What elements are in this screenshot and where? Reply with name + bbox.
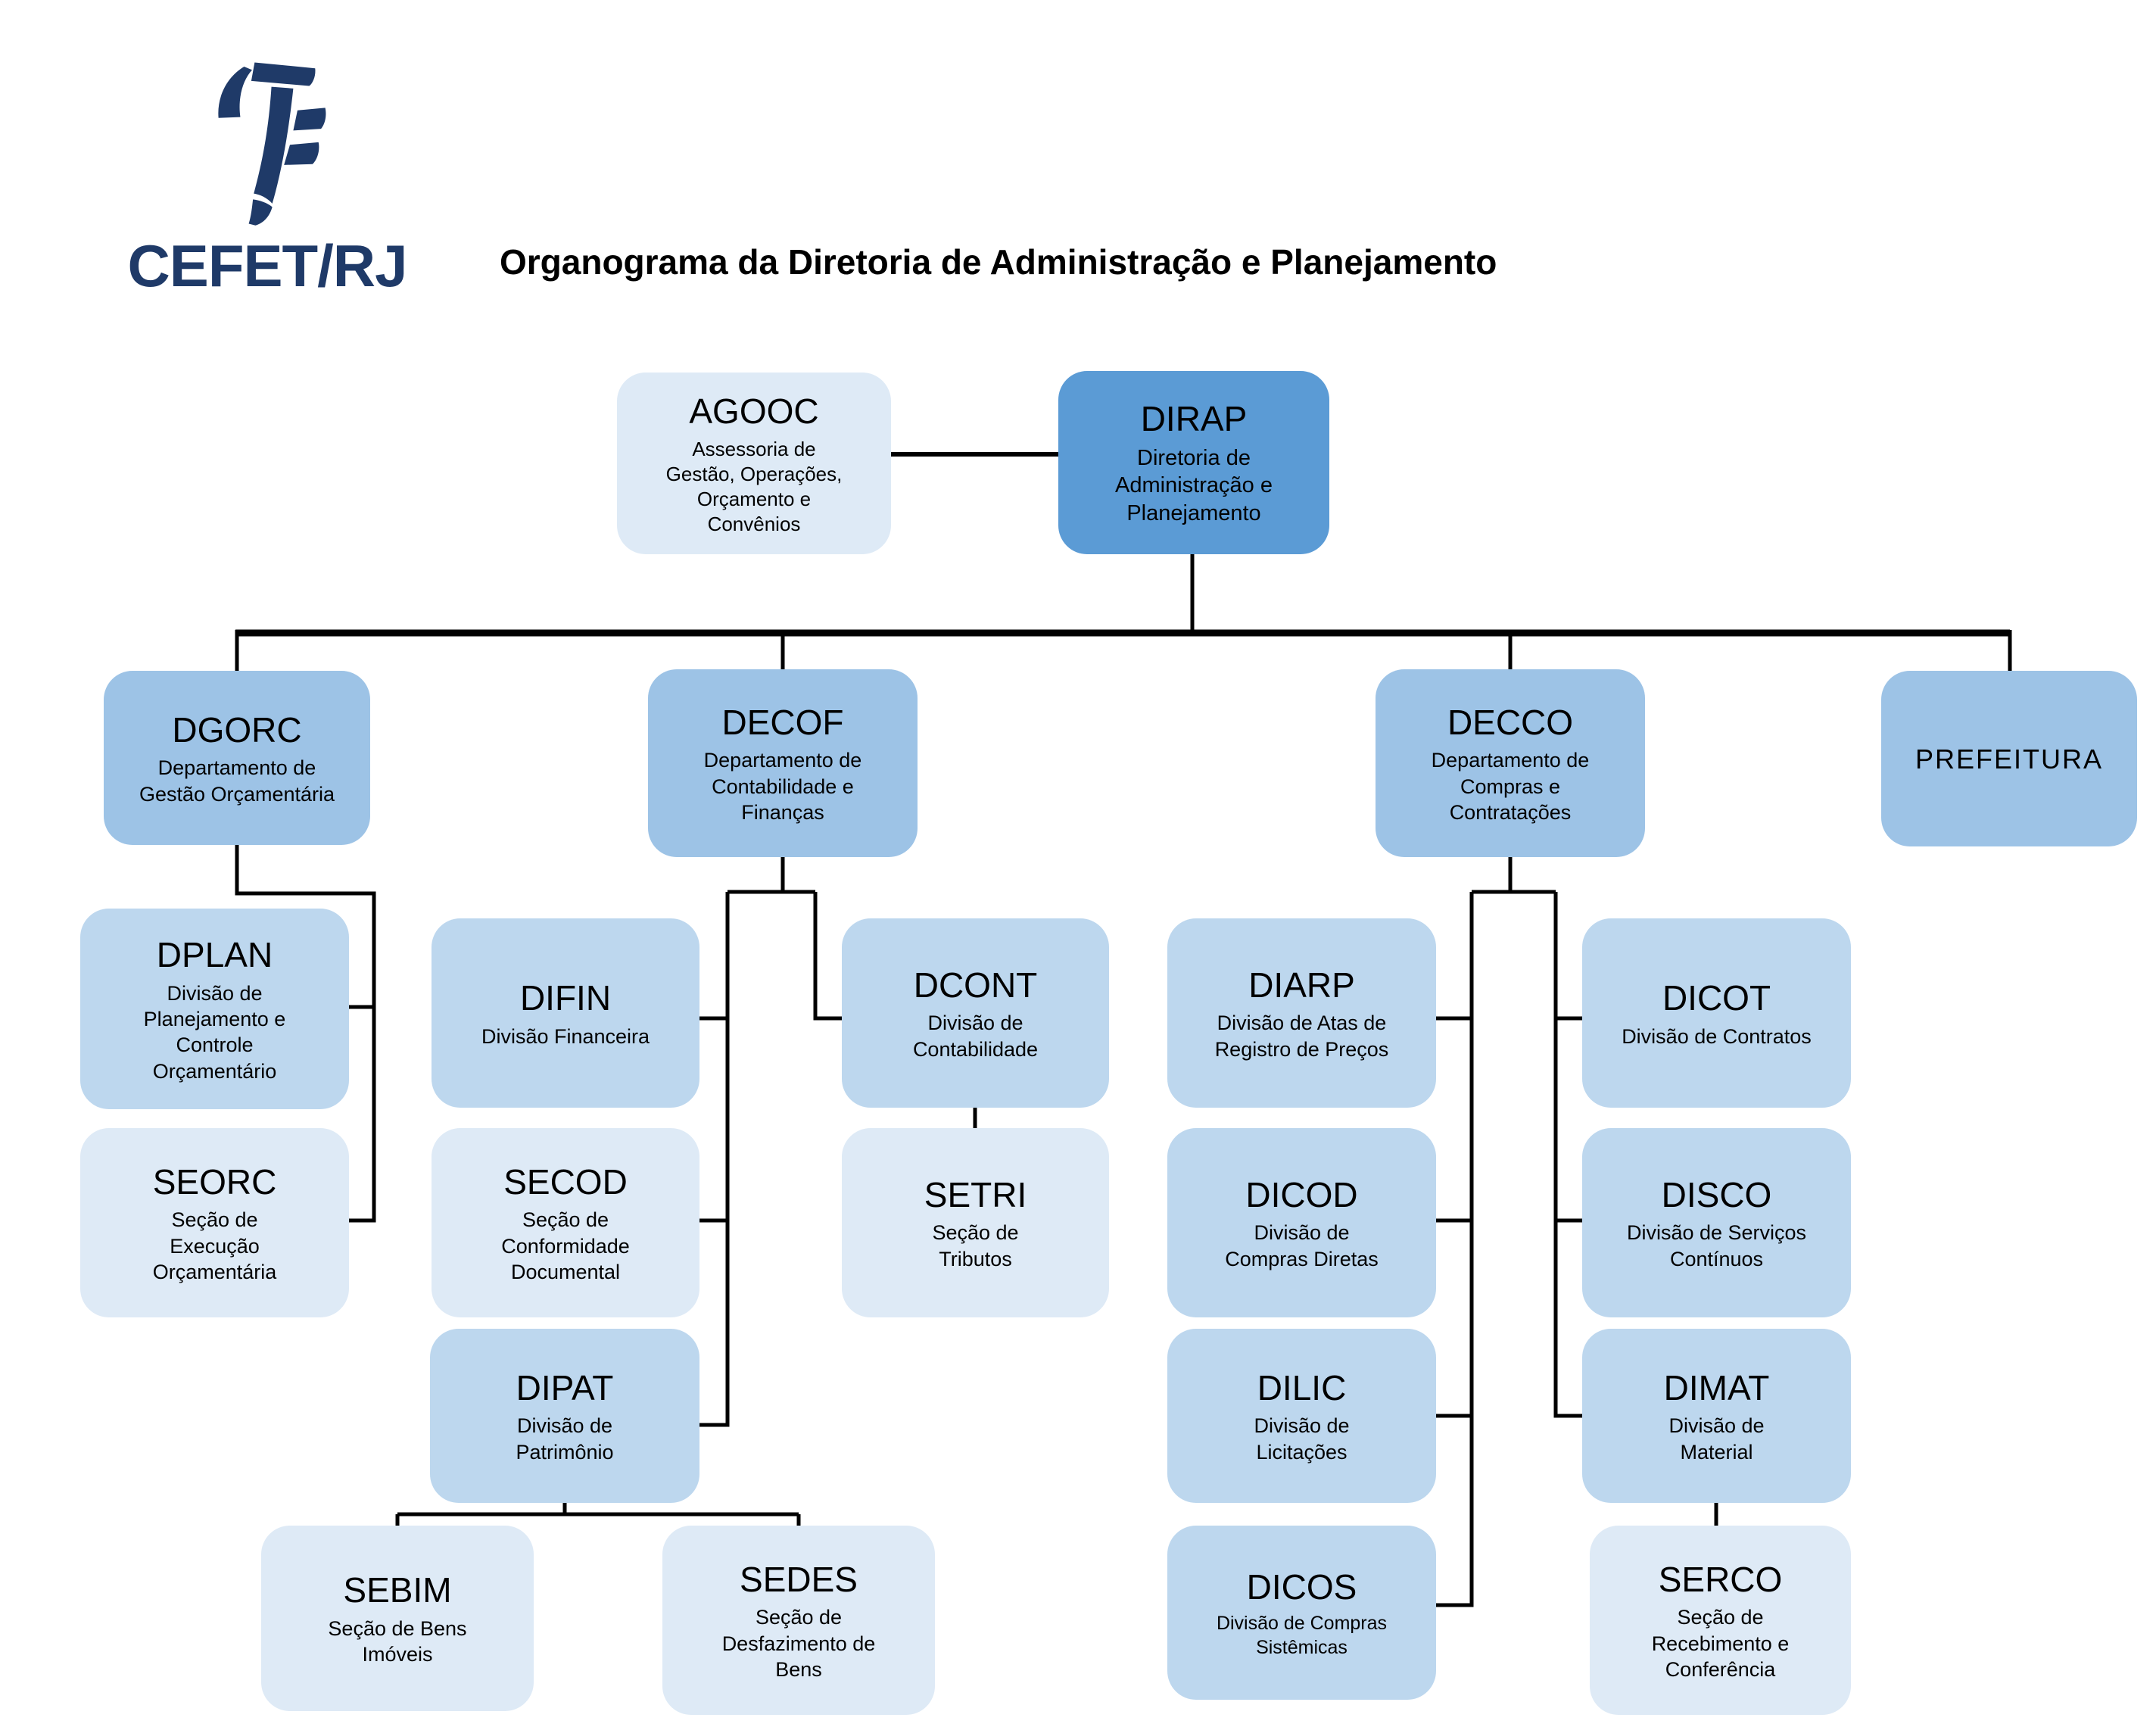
node-acronym: SERCO bbox=[1658, 1559, 1783, 1599]
node-sedes: SEDES Seção de Desfazimento de Bens bbox=[662, 1526, 935, 1715]
node-subtitle: Seção de Conformidade Documental bbox=[501, 1208, 630, 1283]
node-acronym: SETRI bbox=[924, 1174, 1027, 1214]
node-subtitle: Divisão de Contabilidade bbox=[912, 1012, 1039, 1061]
node-acronym: DICOS bbox=[1246, 1566, 1357, 1607]
node-acronym: DCONT bbox=[913, 965, 1038, 1005]
node-dplan: DPLAN Divisão de Planejamento e Controle… bbox=[80, 909, 349, 1109]
node-subtitle: Departamento de Gestão Orçamentária bbox=[139, 756, 335, 806]
connector-decco-trunk-left bbox=[1436, 892, 1474, 1607]
node-decco: DECCO Departamento de Compras e Contrata… bbox=[1376, 669, 1645, 857]
node-acronym: SEDES bbox=[740, 1559, 858, 1599]
connector-decco-trunk-right bbox=[1553, 892, 1582, 1418]
node-secod: SECOD Seção de Conformidade Documental bbox=[432, 1128, 699, 1317]
node-serco: SERCO Seção de Recebimento e Conferência bbox=[1590, 1526, 1851, 1715]
node-subtitle: Divisão de Patrimônio bbox=[516, 1414, 614, 1464]
node-acronym: DIRAP bbox=[1140, 399, 1248, 438]
node-acronym: DICOD bbox=[1245, 1174, 1358, 1214]
node-dilic: DILIC Divisão de Licitações bbox=[1167, 1329, 1436, 1503]
page-title: Organograma da Diretoria de Administraçã… bbox=[500, 242, 1497, 282]
node-dimat: DIMAT Divisão de Material bbox=[1582, 1329, 1851, 1503]
node-subtitle: Assessoria de Gestão, Operações, Orçamen… bbox=[665, 437, 843, 535]
node-agooc: AGOOC Assessoria de Gestão, Operações, O… bbox=[617, 373, 891, 554]
node-subtitle: Divisão de Planejamento e Controle Orçam… bbox=[143, 981, 286, 1083]
node-dipat: DIPAT Divisão de Patrimônio bbox=[430, 1329, 699, 1503]
node-acronym: DICOT bbox=[1662, 978, 1771, 1018]
node-acronym: DECCO bbox=[1447, 702, 1574, 742]
node-subtitle: Diretoria de Administração e Planejament… bbox=[1115, 445, 1273, 526]
node-subtitle: Departamento de Compras e Contratações bbox=[1431, 749, 1590, 824]
node-dicod: DICOD Divisão de Compras Diretas bbox=[1167, 1128, 1436, 1317]
node-dicot: DICOT Divisão de Contratos bbox=[1582, 918, 1851, 1108]
node-acronym: DIPAT bbox=[516, 1367, 614, 1407]
cefetrj-logo: CEFET/RJ bbox=[89, 59, 445, 301]
node-subtitle: Divisão de Contratos bbox=[1622, 1024, 1812, 1048]
node-acronym: DIFIN bbox=[519, 978, 612, 1018]
cefetrj-logo-icon bbox=[218, 62, 326, 226]
connector-dcont-branch bbox=[813, 892, 842, 1021]
node-acronym: AGOOC bbox=[689, 391, 819, 432]
node-acronym: DECOF bbox=[721, 702, 844, 742]
node-dicos: DICOS Divisão de Compras Sistêmicas bbox=[1167, 1526, 1436, 1700]
node-prefeitura: PREFEITURA bbox=[1881, 671, 2137, 846]
node-subtitle: Divisão de Atas de Registro de Preços bbox=[1214, 1012, 1389, 1061]
node-diarp: DIARP Divisão de Atas de Registro de Pre… bbox=[1167, 918, 1436, 1108]
node-acronym: DIMAT bbox=[1663, 1367, 1770, 1407]
node-acronym: DPLAN bbox=[156, 935, 273, 975]
node-subtitle: Divisão de Licitações bbox=[1254, 1414, 1350, 1464]
node-difin: DIFIN Divisão Financeira bbox=[432, 918, 699, 1108]
node-decof: DECOF Departamento de Contabilidade e Fi… bbox=[648, 669, 918, 857]
connector-dgorc-trunk bbox=[235, 845, 376, 1223]
node-acronym: DILIC bbox=[1257, 1367, 1347, 1407]
node-setri: SETRI Seção de Tributos bbox=[842, 1128, 1109, 1317]
node-acronym: SECOD bbox=[503, 1161, 628, 1202]
node-acronym: PREFEITURA bbox=[1915, 743, 2104, 775]
node-subtitle: Departamento de Contabilidade e Finanças bbox=[703, 749, 862, 824]
node-dcont: DCONT Divisão de Contabilidade bbox=[842, 918, 1109, 1108]
node-acronym: SEBIM bbox=[343, 1570, 452, 1610]
node-sebim: SEBIM Seção de Bens Imóveis bbox=[261, 1526, 534, 1711]
node-disco: DISCO Divisão de Serviços Contínuos bbox=[1582, 1128, 1851, 1317]
node-subtitle: Divisão de Compras Sistêmicas bbox=[1216, 1613, 1388, 1658]
node-acronym: DISCO bbox=[1661, 1174, 1772, 1214]
node-subtitle: Divisão de Serviços Contínuos bbox=[1626, 1221, 1807, 1270]
node-subtitle: Seção de Execução Orçamentária bbox=[152, 1208, 277, 1283]
node-subtitle: Divisão de Material bbox=[1668, 1414, 1765, 1464]
node-subtitle: Seção de Bens Imóveis bbox=[328, 1616, 467, 1666]
node-acronym: DGORC bbox=[172, 709, 302, 750]
node-subtitle: Seção de Recebimento e Conferência bbox=[1651, 1606, 1790, 1681]
node-subtitle: Seção de Tributos bbox=[932, 1221, 1019, 1270]
node-dgorc: DGORC Departamento de Gestão Orçamentári… bbox=[104, 671, 370, 845]
logo-text: CEFET/RJ bbox=[127, 232, 407, 299]
node-dirap: DIRAP Diretoria de Administração e Plane… bbox=[1058, 371, 1329, 554]
node-subtitle: Divisão Financeira bbox=[481, 1024, 650, 1048]
node-subtitle: Divisão de Compras Diretas bbox=[1225, 1221, 1379, 1270]
node-seorc: SEORC Seção de Execução Orçamentária bbox=[80, 1128, 349, 1317]
node-subtitle: Seção de Desfazimento de Bens bbox=[721, 1606, 876, 1681]
connector-decof-trunk-left bbox=[699, 892, 730, 1427]
node-acronym: DIARP bbox=[1248, 965, 1355, 1005]
node-acronym: SEORC bbox=[152, 1161, 277, 1202]
